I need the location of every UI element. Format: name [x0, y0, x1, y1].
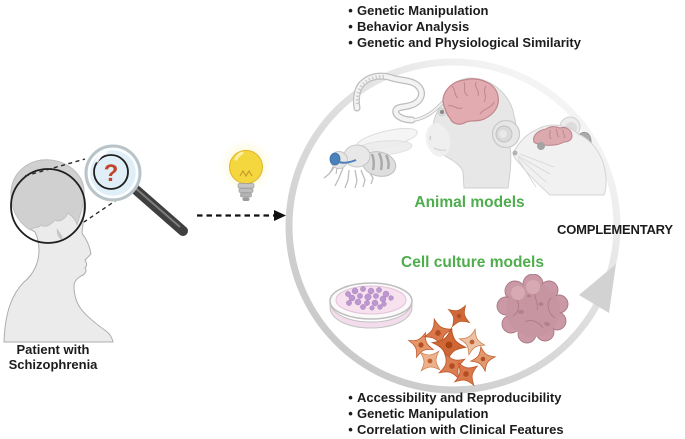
bulb-base — [237, 183, 255, 201]
mouse-whiskers — [517, 153, 555, 188]
cell — [441, 303, 477, 334]
dashed-connector-line — [83, 198, 119, 223]
bulb-glass — [229, 150, 263, 184]
fly-nerve-cord — [338, 159, 357, 164]
list-item: • Genetic Manipulation — [344, 3, 674, 19]
bulb-filament — [239, 169, 253, 178]
cell — [446, 354, 486, 388]
list-item-label: Correlation with Clinical Features — [357, 422, 564, 437]
list-item-label: Behavior Analysis — [357, 19, 470, 34]
question-mark: ? — [104, 160, 119, 187]
bullet-icon: • — [348, 390, 353, 405]
organoid-pores — [518, 294, 550, 327]
cell — [455, 325, 489, 359]
monkey-eye — [439, 109, 445, 115]
cell — [429, 325, 469, 365]
fly-brain-highlight — [329, 152, 341, 166]
c-elegans-icon — [352, 72, 446, 124]
monkey-brain-gyri — [447, 81, 495, 115]
worm-annuli-texture — [355, 74, 387, 105]
bulb-highlight — [234, 151, 244, 161]
fly-thorax — [343, 144, 371, 168]
list-item-label: Genetic Manipulation — [357, 406, 489, 421]
animal-models-label: Animal models — [414, 194, 525, 211]
patient-ear-hair-wisp — [56, 228, 63, 240]
patient-label-line2: Schizophrenia — [8, 357, 98, 372]
organoid-icon — [496, 274, 569, 344]
lens-focus-circle — [93, 154, 129, 190]
magnifier-handle-highlight — [132, 185, 181, 228]
patient-illustration: ? — [3, 144, 188, 343]
dashed-arrow-head — [274, 210, 286, 221]
cell-models-benefits-list: • Accessibility and Reproducibility • Ge… — [344, 390, 674, 438]
monkey-ear-canal — [499, 130, 507, 138]
cell — [403, 327, 439, 363]
lens-reflection — [95, 150, 108, 163]
petri-dish-icon — [329, 282, 413, 329]
fly-wings — [355, 128, 418, 156]
list-item: • Behavior Analysis — [344, 19, 674, 35]
bullet-icon: • — [348, 35, 353, 50]
list-item: • Genetic Manipulation — [344, 406, 674, 422]
monkey-muzzle — [425, 123, 451, 157]
monkey-brain-icon — [425, 77, 521, 189]
mouse-olfactory-bulb — [537, 142, 545, 150]
organoid-highlights — [511, 280, 540, 300]
cell — [419, 314, 457, 352]
light-bulb-icon — [216, 139, 276, 201]
cell-colonies — [345, 286, 394, 311]
cell — [468, 344, 498, 374]
petri-dish-wall — [329, 300, 413, 329]
cultured-cells-icon — [403, 303, 498, 388]
cycle-arrowhead-icon — [579, 264, 616, 313]
mouse-brain-texture — [549, 128, 565, 140]
complementary-label: COMPLEMENTARY — [557, 222, 673, 237]
list-item-label: Genetic Manipulation — [357, 3, 489, 18]
dashed-arrow-icon — [197, 210, 286, 221]
drosophila-icon — [323, 128, 418, 189]
list-item: • Genetic and Physiological Similarity — [344, 35, 674, 51]
monkey-nostril — [429, 135, 432, 141]
cell — [432, 346, 472, 386]
cycle-ring — [285, 58, 621, 394]
dashed-connector-line — [24, 158, 86, 177]
list-item: • Correlation with Clinical Features — [344, 422, 674, 438]
mouse-nose — [512, 150, 518, 156]
bullet-icon: • — [348, 19, 353, 34]
patient-label-line1: Patient with — [16, 342, 90, 357]
list-item: • Accessibility and Reproducibility — [344, 390, 674, 406]
fly-proboscis — [329, 166, 338, 175]
list-item-label: Genetic and Physiological Similarity — [357, 35, 581, 50]
worm-tail-fill — [411, 100, 445, 121]
worm-body-fill — [354, 73, 424, 123]
bullet-icon: • — [348, 422, 353, 437]
list-item-label: Accessibility and Reproducibility — [357, 390, 562, 405]
animal-models-benefits-list: • Genetic Manipulation • Behavior Analys… — [344, 3, 674, 51]
cell-culture-models-label: Cell culture models — [401, 254, 544, 271]
cell — [411, 342, 449, 380]
patient-label: Patient with Schizophrenia — [0, 342, 106, 372]
monkey-mouth — [433, 147, 447, 151]
bullet-icon: • — [348, 3, 353, 18]
fly-abdomen-stripes — [370, 152, 390, 171]
magnifying-glass-icon: ? — [84, 144, 188, 236]
mouse-brain-icon — [512, 116, 607, 196]
magnifier-lens-inner-ring — [87, 147, 139, 199]
bullet-icon: • — [348, 406, 353, 421]
